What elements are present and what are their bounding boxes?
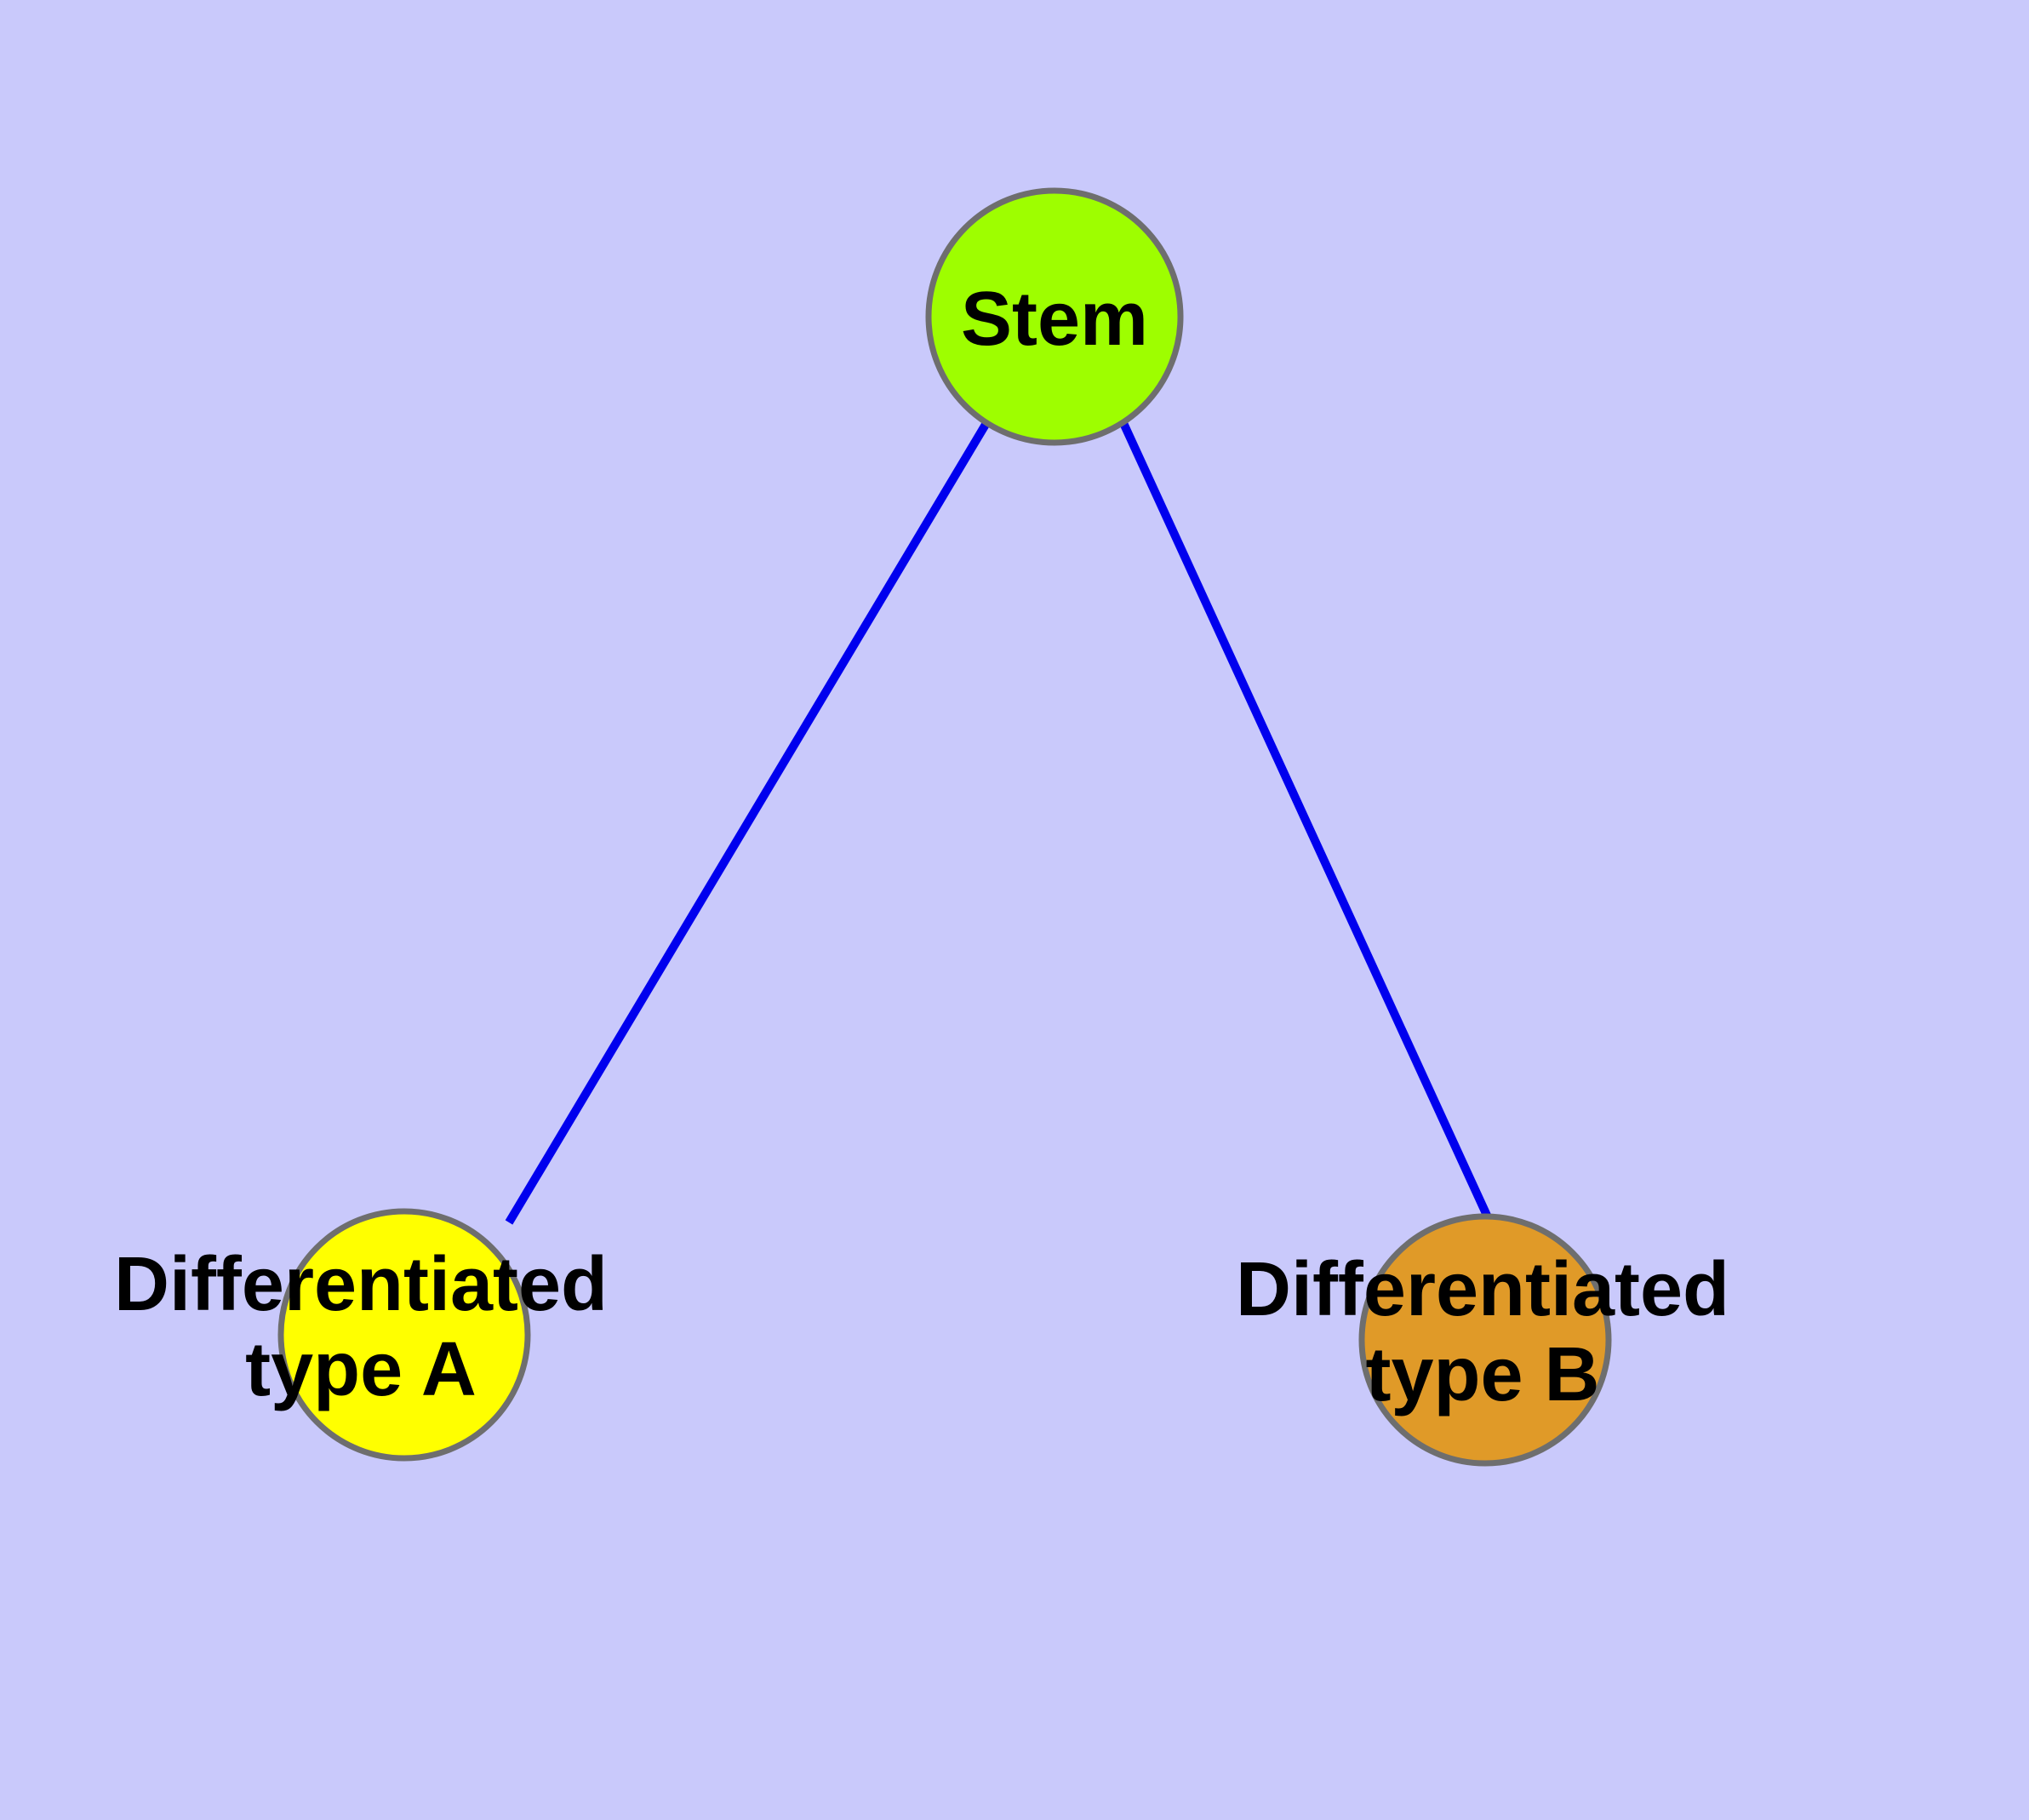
node-diff-b-label-line-1: Differentiated <box>1236 1247 1729 1332</box>
node-stem[interactable] <box>925 187 1184 446</box>
node-diff-a-label-line-1: Differentiated <box>114 1242 608 1327</box>
node-diff-b-circle[interactable] <box>1358 1213 1612 1467</box>
node-diff-b-label-line-2: type B <box>1365 1332 1599 1417</box>
label-layer: Stem Differentiated type A Differentiate… <box>114 277 1729 1417</box>
edge-layer <box>505 421 1493 1225</box>
node-stem-circle[interactable] <box>925 187 1184 446</box>
edge-stem-to-diff-b[interactable] <box>1119 421 1493 1222</box>
node-diff-a-label-line-2: type A <box>245 1327 477 1412</box>
node-layer <box>277 187 1612 1467</box>
node-diff-a[interactable] <box>277 1208 531 1462</box>
node-diff-a-circle[interactable] <box>277 1208 531 1462</box>
node-diff-b[interactable] <box>1358 1213 1612 1467</box>
node-stem-label-line-1: Stem <box>961 277 1148 362</box>
edge-stem-to-diff-a[interactable] <box>505 421 991 1225</box>
